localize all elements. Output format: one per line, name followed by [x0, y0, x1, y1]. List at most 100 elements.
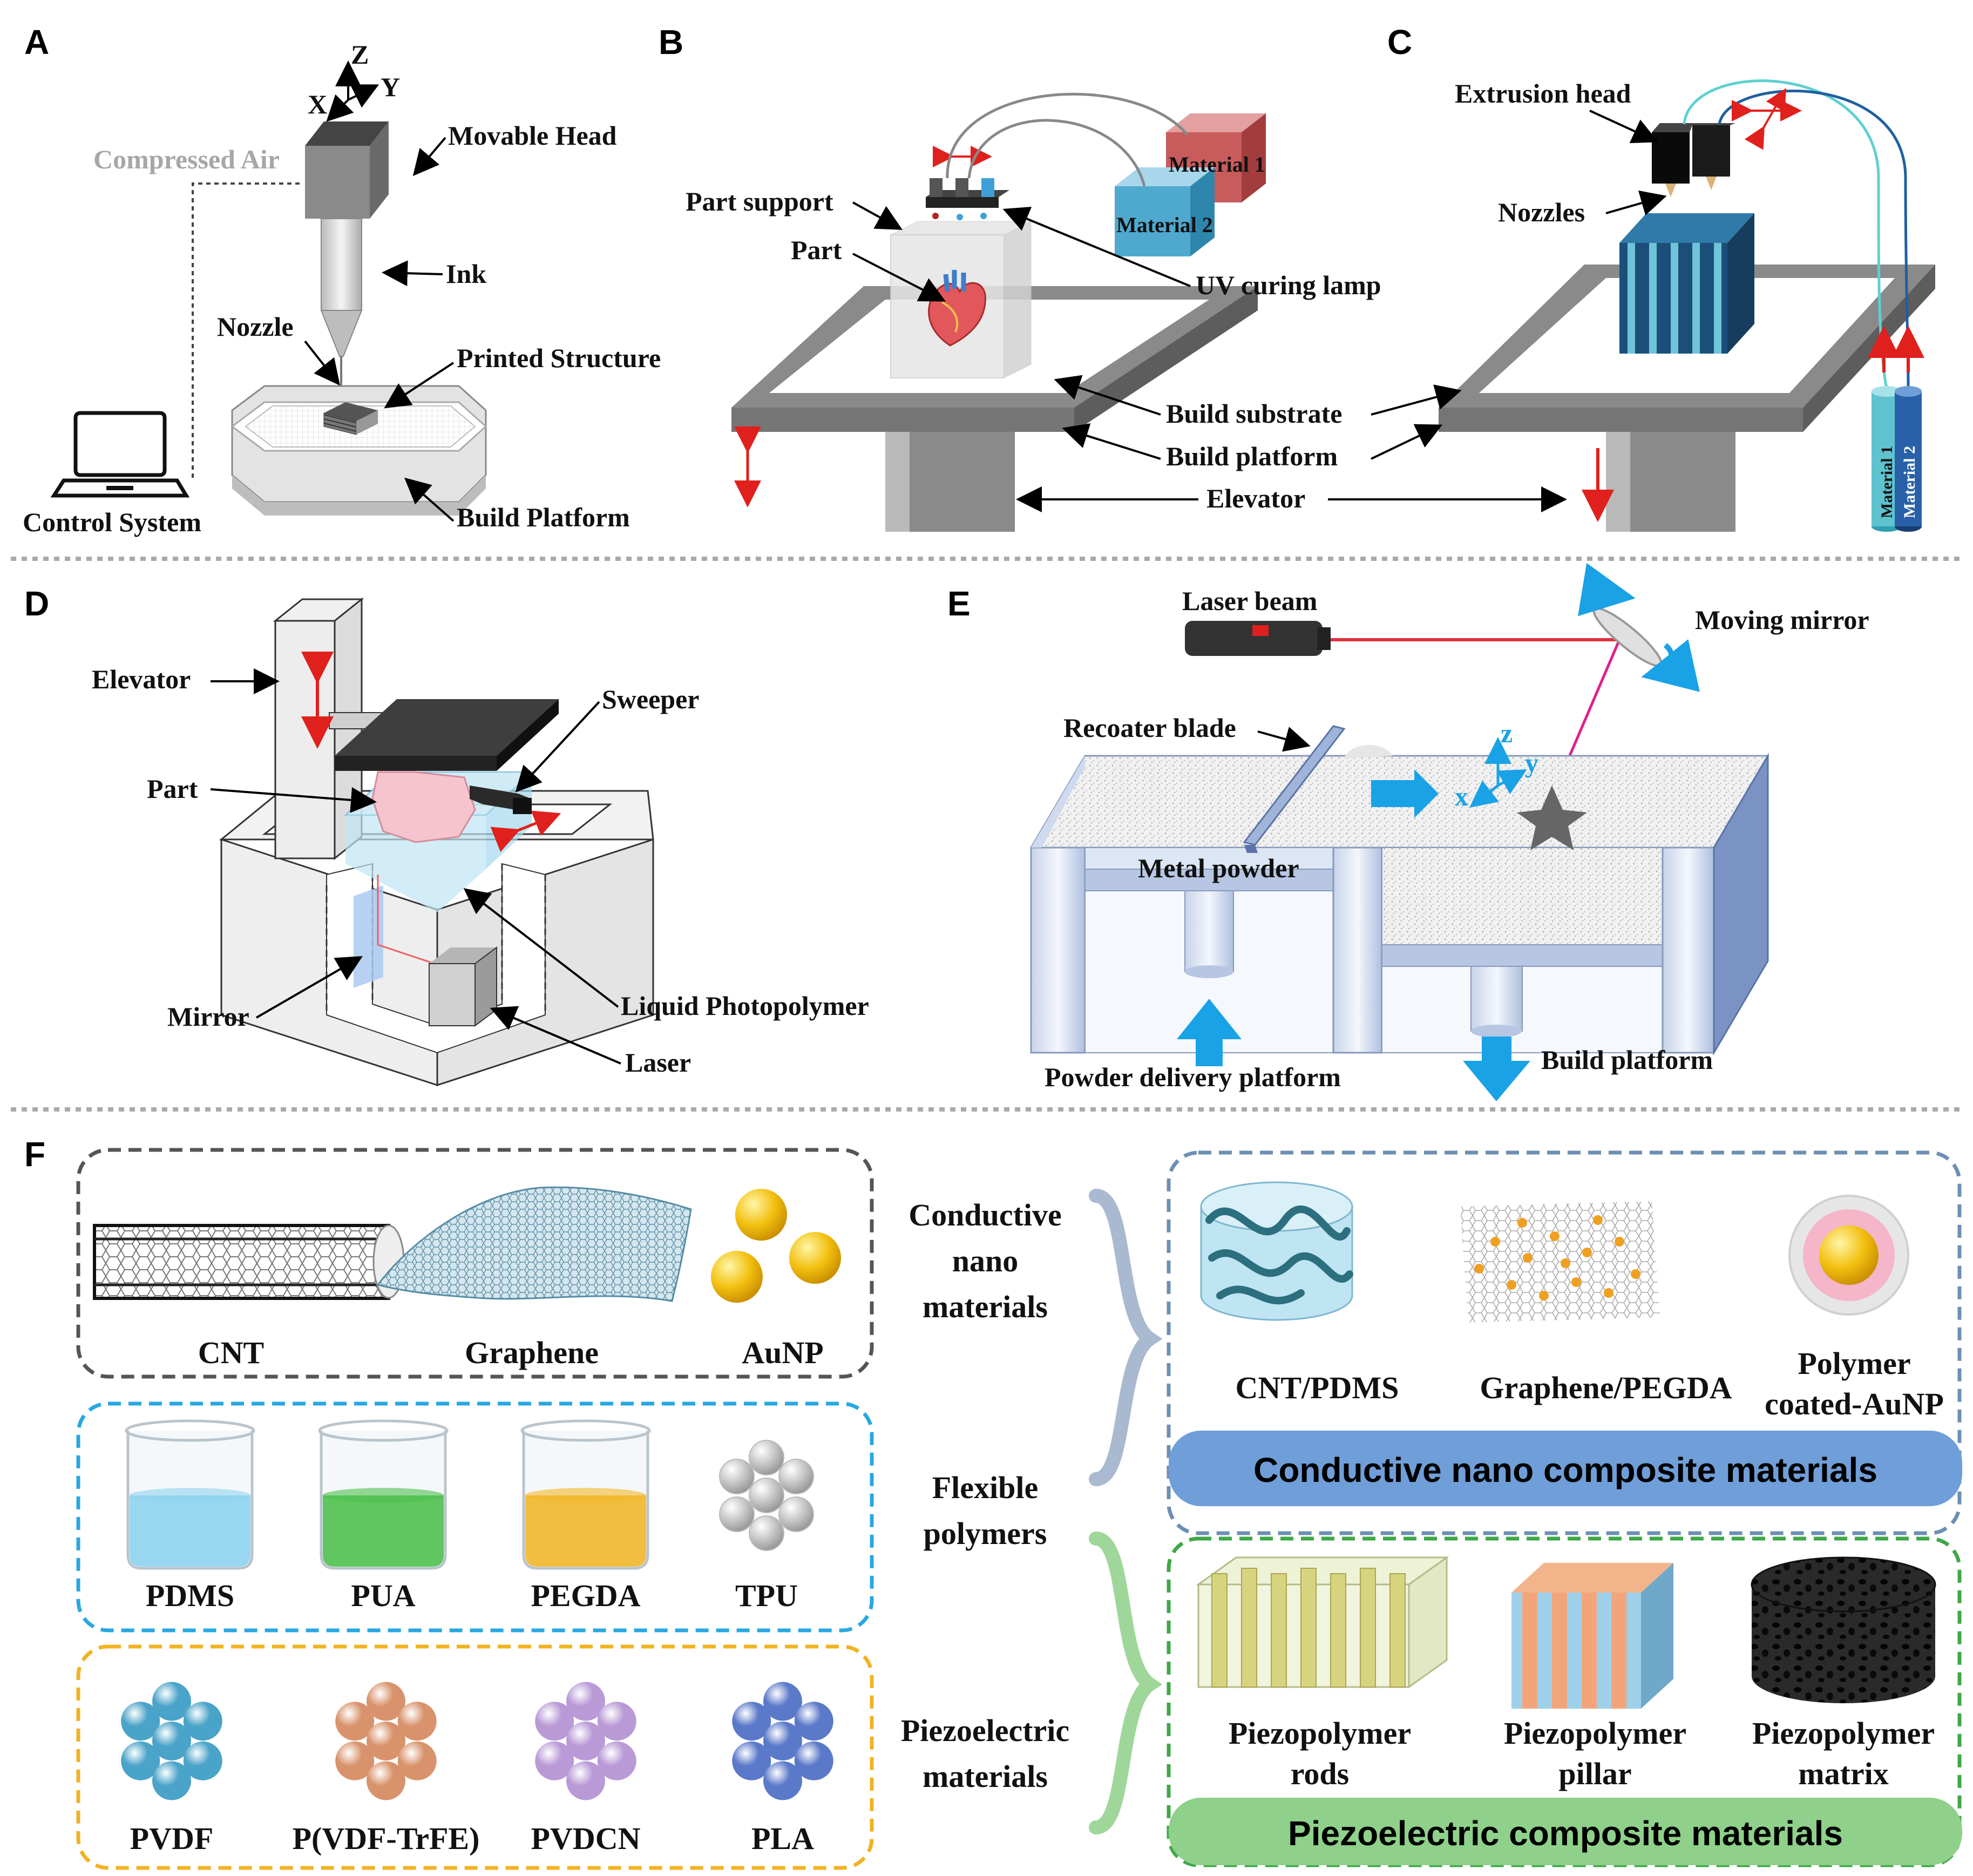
tpu-bead — [749, 1478, 784, 1513]
beaker-pdms-icon — [125, 1419, 255, 1570]
piezo-matrix-graphic — [1751, 1556, 1936, 1703]
cnt-graphic — [93, 1224, 405, 1300]
build-platform-e-label: Build platform — [1541, 1045, 1713, 1075]
printed-structure — [323, 402, 378, 435]
part-support-label: Part support — [686, 186, 833, 216]
part-d — [371, 771, 476, 843]
pvdftrfe-beads-icon — [335, 1682, 437, 1800]
pvdf-bead — [183, 1741, 222, 1780]
powder-delivery-label: Powder delivery platform — [1045, 1062, 1341, 1092]
axis-y-e: y — [1525, 748, 1538, 778]
uv-lamp-label: UV curing lamp — [1196, 270, 1381, 300]
ink-label: Ink — [446, 259, 486, 289]
polymer-item-pegda: PEGDA — [531, 1578, 641, 1613]
axis-z-label: Z — [351, 39, 369, 70]
mirror-d — [354, 885, 383, 988]
comp-rods-1: Piezopolymer — [1229, 1716, 1411, 1751]
pvdcn-bead — [535, 1741, 574, 1780]
pla-bead — [763, 1761, 802, 1800]
pvdcn-bead — [535, 1702, 574, 1741]
beakers — [125, 1419, 651, 1570]
powder-delivery-arrow — [1177, 999, 1242, 1066]
piezo-banner-bg — [1169, 1798, 1962, 1865]
pla-beads-icon — [732, 1682, 833, 1800]
pla-bead — [763, 1722, 802, 1760]
brace-piezo — [1089, 1532, 1163, 1834]
extrusion-head-label: Extrusion head — [1455, 78, 1631, 109]
cat-conductive-3: materials — [923, 1289, 1048, 1324]
material-spools — [1872, 386, 1922, 532]
air-line — [192, 182, 302, 478]
nozzle-label: Nozzle — [217, 311, 294, 342]
panel-e-letter: E — [947, 584, 971, 623]
pvdf-bead — [152, 1761, 191, 1800]
slm-machine — [1029, 753, 1769, 1056]
part-label: Part — [791, 235, 842, 265]
panel-d: D — [24, 584, 869, 1087]
conductive-composite-labels: CNT/PDMS Graphene/PEGDA Polymer coated-A… — [1236, 1346, 1944, 1421]
polymers-frame — [76, 1401, 874, 1633]
cnt-pdms-graphic — [1200, 1181, 1353, 1321]
laptop-icon — [50, 411, 190, 498]
piezo-rods-graphic — [1196, 1556, 1449, 1689]
tpu-bead — [749, 1440, 784, 1475]
panel-b-letter: B — [659, 23, 683, 62]
panel-c-letter: C — [1387, 23, 1412, 62]
ink-syringe — [321, 218, 362, 311]
nano-item-aunp: AuNP — [742, 1335, 823, 1370]
tube-b2 — [967, 119, 1146, 187]
piezo-banner: Piezoelectric composite materials — [1288, 1814, 1843, 1853]
comp-pillar-1: Piezopolymer — [1504, 1716, 1686, 1751]
elevator-b-label: Elevator — [1206, 483, 1305, 513]
tpu-bead — [719, 1496, 755, 1532]
tpu-bead — [778, 1459, 814, 1494]
print-head-b — [926, 178, 1009, 220]
axis-z-e: z — [1501, 718, 1513, 748]
material1-c-label: Material 1 — [1878, 446, 1896, 518]
axis-x-label: X — [308, 89, 327, 119]
piezo-item-pvdcn: PVDCN — [531, 1821, 641, 1856]
axis-y-label: Y — [381, 72, 400, 102]
beaker-pua-icon — [318, 1419, 449, 1570]
pvdftrfe-bead — [367, 1682, 405, 1721]
movable-head-label: Movable Head — [448, 120, 617, 151]
liquid-photopolymer-label: Liquid Photopolymer — [621, 991, 869, 1021]
panel-b: B — [659, 23, 1381, 532]
pvdf-beads-icon — [121, 1682, 222, 1800]
comp-cnt-pdms: CNT/PDMS — [1236, 1370, 1399, 1405]
cat-flexible-1: Flexible — [932, 1470, 1039, 1505]
pla-bead — [732, 1702, 771, 1741]
material2-c-label: Material 2 — [1901, 446, 1918, 518]
panel-d-letter: D — [24, 584, 49, 623]
pvdf-bead — [183, 1702, 222, 1741]
conductive-composites-frame — [1167, 1150, 1962, 1535]
pvdftrfe-bead — [397, 1741, 437, 1780]
pvdcn-bead — [566, 1722, 605, 1760]
pvdftrfe-bead — [335, 1702, 375, 1741]
nano-materials-frame — [76, 1148, 874, 1379]
pvdcn-bead — [597, 1702, 636, 1741]
laser-gun — [1185, 621, 1331, 656]
tpu-bead — [719, 1459, 755, 1494]
graphene-pegda-graphic — [1460, 1201, 1660, 1323]
pvdftrfe-bead — [367, 1761, 405, 1800]
comp-rods-2: rods — [1291, 1756, 1350, 1791]
mirror-label: Mirror — [167, 1001, 249, 1032]
pvdcn-bead — [566, 1761, 605, 1800]
laser-label: Laser — [625, 1047, 691, 1078]
tpu-bead — [778, 1496, 814, 1532]
pvdcn-beads-icon — [535, 1682, 636, 1800]
piezo-item-pvdf: PVDF — [130, 1821, 214, 1856]
build-platform-a — [230, 385, 487, 516]
pvdcn-bead — [597, 1741, 636, 1780]
comp-matrix-2: matrix — [1798, 1756, 1889, 1791]
build-substrate-label: Build substrate — [1166, 398, 1342, 429]
piezo-materials-frame — [76, 1644, 874, 1870]
brace-conductive — [1089, 1189, 1163, 1486]
nozzle-cone — [320, 310, 363, 357]
panel-a: A Z Y X — [23, 23, 661, 537]
pvdcn-bead — [566, 1682, 605, 1721]
panel-f-letter: F — [24, 1135, 45, 1174]
panel-f: F CNT Graphene AuNP PDMS PUA PEGDA — [24, 1135, 1962, 1870]
piezo-pillar-graphic — [1511, 1563, 1673, 1709]
